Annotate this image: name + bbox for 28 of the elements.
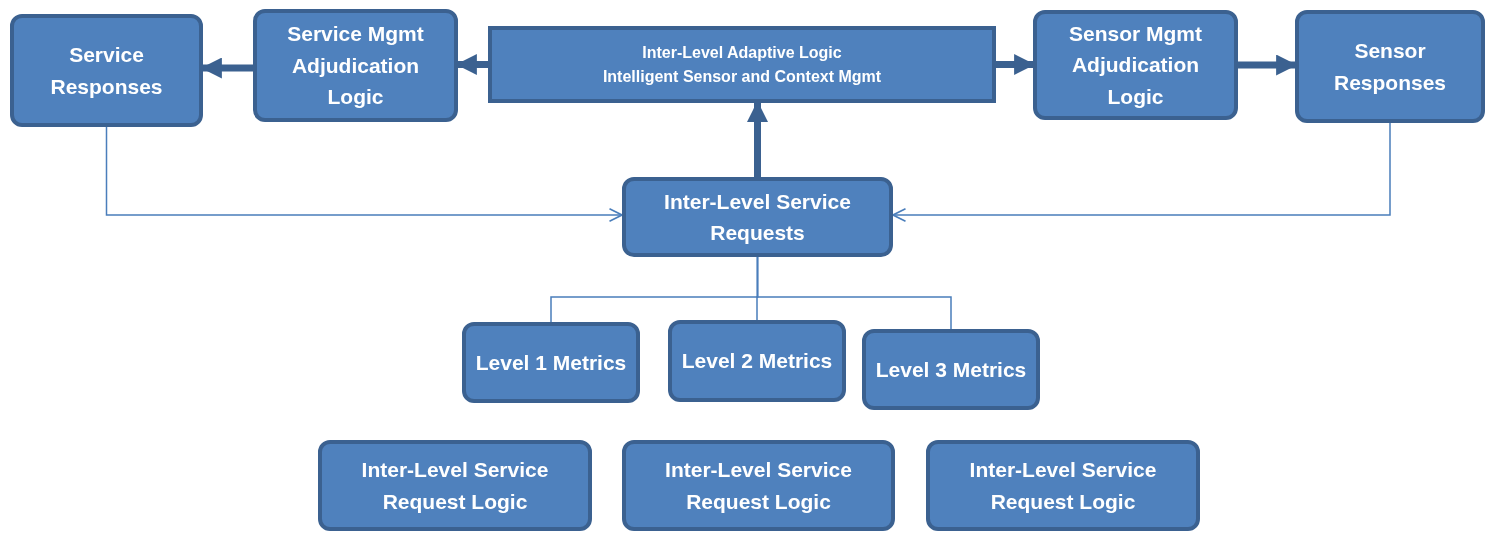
process-box: [1295, 10, 1485, 123]
process-box: [253, 9, 458, 122]
box-label: Sensor Mgmt Adjudication Logic: [1068, 20, 1203, 110]
box-label: Inter-Level Adaptive Logic: [642, 42, 842, 63]
process-box: [1033, 10, 1238, 120]
box-label: Inter-Level Service Requests: [663, 188, 852, 246]
process-box: [488, 26, 996, 103]
arrow: [892, 122, 1391, 223]
box-label: Inter-Level Service Request Logic: [360, 457, 550, 515]
process-box: [10, 14, 203, 127]
connector-line: [756, 256, 952, 330]
box-label: Inter-Level Service Request Logic: [968, 457, 1158, 515]
box-label: Inter-Level Service Request Logic: [664, 457, 853, 515]
process-box: [318, 440, 592, 531]
arrow: [105, 126, 623, 223]
process-box: [926, 440, 1200, 531]
box-label: Level 2 Metrics: [681, 348, 833, 375]
process-box: [622, 177, 893, 257]
box-label: Intelligent Sensor and Context Mgmt: [602, 66, 882, 87]
process-box: [862, 329, 1040, 410]
process-box: [622, 440, 895, 531]
box-label: Level 1 Metrics: [475, 349, 627, 376]
box-label: Service Responses: [49, 42, 164, 100]
process-box: [462, 322, 640, 403]
box-label: Service Mgmt Adjudication Logic: [286, 21, 425, 111]
process-box: [668, 320, 846, 402]
box-label: Sensor Responses: [1332, 38, 1447, 96]
box-label: Level 3 Metrics: [875, 356, 1027, 383]
